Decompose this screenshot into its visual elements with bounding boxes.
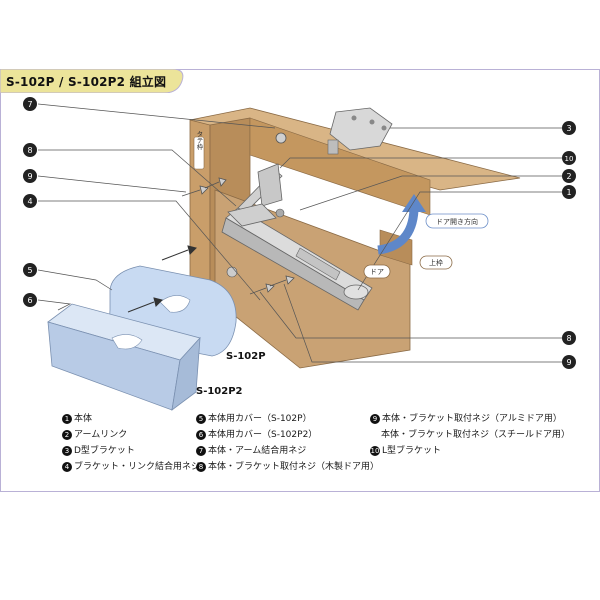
top-frame-label: 上枠 [429,258,443,267]
callout-markers [23,97,576,369]
callout-6: 6 [27,296,32,305]
callout-3: 3 [566,124,571,133]
legend-item: 本体・ブラケット取付ネジ（スチールドア用） [381,430,571,440]
cover-p2-label: S-102P2 [196,386,243,397]
tag-labels: タテ枠 ドア開き方向 上枠 ドア [193,130,489,279]
callout-numbers: 7 8 9 4 5 6 3 10 2 1 8 9 [27,100,573,367]
door-open-label: ドア開き方向 [436,217,478,226]
callout-9-right: 9 [566,358,571,367]
callout-8-right: 8 [566,334,571,343]
callout-1: 1 [566,188,571,197]
callout-10: 10 [565,155,574,163]
title-tab [0,69,184,93]
d-bracket [327,107,393,155]
closer-assembly [221,163,373,311]
cover-s102p2 [47,303,201,411]
screws [181,132,295,295]
callout-4: 4 [27,197,32,206]
frame-label: タテ枠 [195,130,203,151]
callout-8-left: 8 [27,146,32,155]
leader-lines [37,103,562,363]
callout-5: 5 [27,266,32,275]
callout-7: 7 [27,100,32,109]
callout-2: 2 [566,172,571,181]
door-label: ドア [370,268,384,276]
page-title: S-102P / S-102P2 組立図 [6,75,167,89]
cover-p-label: S-102P [226,351,266,362]
callout-9-left: 9 [27,172,32,181]
assembly-arrows [127,245,197,313]
